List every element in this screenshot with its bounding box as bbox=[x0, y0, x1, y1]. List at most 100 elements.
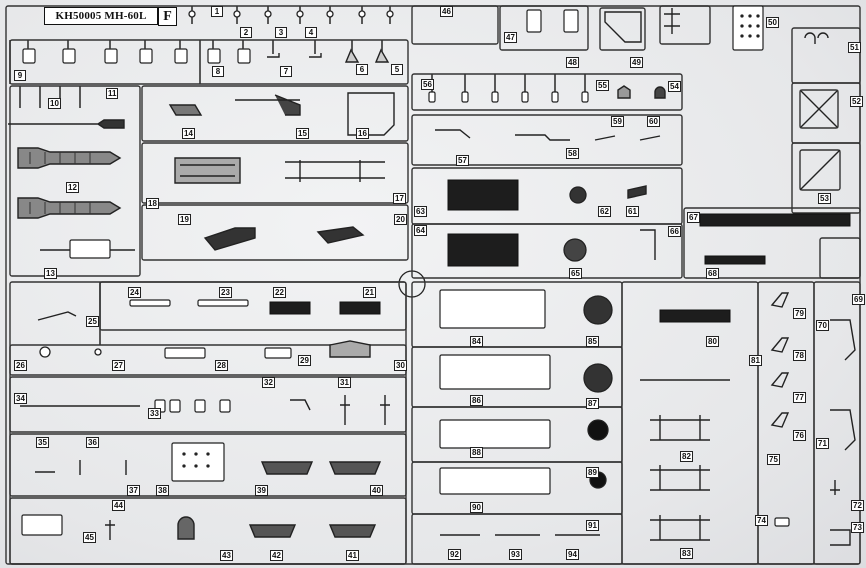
part-number-label: 36 bbox=[86, 437, 99, 448]
part-number-label: 30 bbox=[394, 360, 407, 371]
part-number-label: 24 bbox=[128, 287, 141, 298]
sprue-bay-48b bbox=[659, 5, 711, 45]
part-arm-70 bbox=[830, 319, 856, 361]
sprue-bay-49 bbox=[599, 7, 646, 51]
part-number-label: 62 bbox=[598, 206, 611, 217]
part-panel-88 bbox=[439, 419, 551, 449]
part-wheel-65 bbox=[563, 238, 587, 262]
part-skid-41 bbox=[328, 524, 377, 538]
part-panel-84 bbox=[439, 289, 546, 329]
part-number-label: 94 bbox=[566, 549, 579, 560]
part-skid-40 bbox=[328, 461, 382, 475]
part-frame-53 bbox=[799, 149, 841, 191]
part-number-label: 13 bbox=[44, 268, 57, 279]
part-fin-small bbox=[770, 372, 790, 388]
part-tube-25 bbox=[37, 311, 77, 321]
part-hook-32 bbox=[290, 399, 311, 411]
part-gun-mount-14 bbox=[168, 104, 203, 116]
part-number-label: 76 bbox=[793, 430, 806, 441]
sprue-bay-35-40 bbox=[9, 433, 407, 497]
part-skid-42 bbox=[248, 524, 297, 538]
part-number-label: 75 bbox=[767, 454, 780, 465]
part-number-label: 65 bbox=[569, 268, 582, 279]
part-seat-back-right bbox=[563, 9, 579, 33]
part-frame-82 bbox=[650, 415, 710, 441]
part-rail-24 bbox=[129, 299, 171, 307]
part-post-44 bbox=[105, 520, 115, 540]
part-u-clip-51 bbox=[804, 32, 829, 44]
part-number-label: 77 bbox=[793, 392, 806, 403]
part-number-label: 58 bbox=[566, 148, 579, 159]
part-rivet-dot bbox=[206, 452, 210, 456]
part-x-brace-52 bbox=[799, 89, 839, 129]
part-number-label: 46 bbox=[440, 6, 453, 17]
part-number-label: 27 bbox=[112, 360, 125, 371]
part-hook bbox=[267, 53, 280, 58]
part-number-label: 35 bbox=[36, 437, 49, 448]
part-number-label: 41 bbox=[346, 550, 359, 561]
part-number-label: 21 bbox=[363, 287, 376, 298]
part-rivet-dot bbox=[748, 14, 752, 18]
part-rod-small bbox=[521, 91, 529, 103]
part-bracket-73 bbox=[830, 529, 851, 546]
part-number-label: 17 bbox=[393, 193, 406, 204]
sprue-bay-51 bbox=[791, 27, 861, 84]
part-square-33 bbox=[169, 399, 181, 413]
part-small-bracket bbox=[237, 48, 251, 64]
part-block-22 bbox=[269, 301, 311, 315]
part-hook-66 bbox=[640, 229, 656, 260]
part-fin-small bbox=[770, 292, 790, 308]
part-rod-small bbox=[491, 91, 499, 103]
sprue-bay-31-34 bbox=[9, 376, 407, 433]
part-rod-small bbox=[551, 91, 559, 103]
part-rail-23 bbox=[197, 299, 249, 307]
part-number-label: 44 bbox=[112, 500, 125, 511]
part-number-label: 48 bbox=[566, 57, 579, 68]
part-small-bracket bbox=[104, 48, 118, 64]
part-number-label: 78 bbox=[793, 350, 806, 361]
part-number-label: 12 bbox=[66, 182, 79, 193]
part-ring-27 bbox=[94, 348, 102, 356]
part-number-label: 59 bbox=[611, 116, 624, 127]
part-disc-89 bbox=[587, 419, 609, 441]
part-number-label: 19 bbox=[178, 214, 191, 225]
part-washer-26 bbox=[39, 346, 51, 358]
part-hook bbox=[309, 53, 322, 58]
part-number-label: 52 bbox=[850, 96, 863, 107]
part-long-bar-67 bbox=[699, 213, 851, 227]
part-number-label: 23 bbox=[219, 287, 232, 298]
part-number-label: 1 bbox=[211, 6, 223, 17]
sprue-bay-70-83 bbox=[621, 281, 759, 565]
part-number-label: 10 bbox=[48, 98, 61, 109]
part-rivet-dot bbox=[206, 464, 210, 468]
part-gun-19 bbox=[203, 227, 256, 251]
part-cradle-18 bbox=[174, 157, 241, 184]
part-number-label: 34 bbox=[14, 393, 27, 404]
sprue-bay-47 bbox=[499, 5, 589, 51]
part-linkage-58 bbox=[515, 134, 570, 141]
part-number-label: 66 bbox=[668, 226, 681, 237]
part-number-label: 73 bbox=[851, 522, 864, 533]
part-number-label: 54 bbox=[668, 81, 681, 92]
part-number-label: 15 bbox=[296, 128, 309, 139]
part-frame-82b bbox=[650, 465, 710, 491]
part-number-label: 86 bbox=[470, 395, 483, 406]
part-number-label: 61 bbox=[626, 206, 639, 217]
part-number-label: 14 bbox=[182, 128, 195, 139]
part-seat-back-left bbox=[526, 9, 542, 33]
part-knob-54 bbox=[654, 86, 666, 99]
part-stem-72 bbox=[830, 480, 840, 495]
part-number-label: 84 bbox=[470, 336, 483, 347]
part-pin-knob bbox=[358, 10, 366, 18]
sprue-bay-64-66 bbox=[411, 223, 683, 279]
part-rod-small bbox=[428, 91, 436, 103]
part-number-label: 11 bbox=[106, 88, 119, 99]
part-number-label: 39 bbox=[255, 485, 268, 496]
part-number-label: 20 bbox=[394, 214, 407, 225]
part-small-bracket bbox=[174, 48, 188, 64]
part-bracket-43 bbox=[177, 516, 195, 540]
part-rivet-dot bbox=[194, 464, 198, 468]
part-mount-30 bbox=[329, 340, 371, 358]
part-pins-31 bbox=[340, 395, 390, 425]
